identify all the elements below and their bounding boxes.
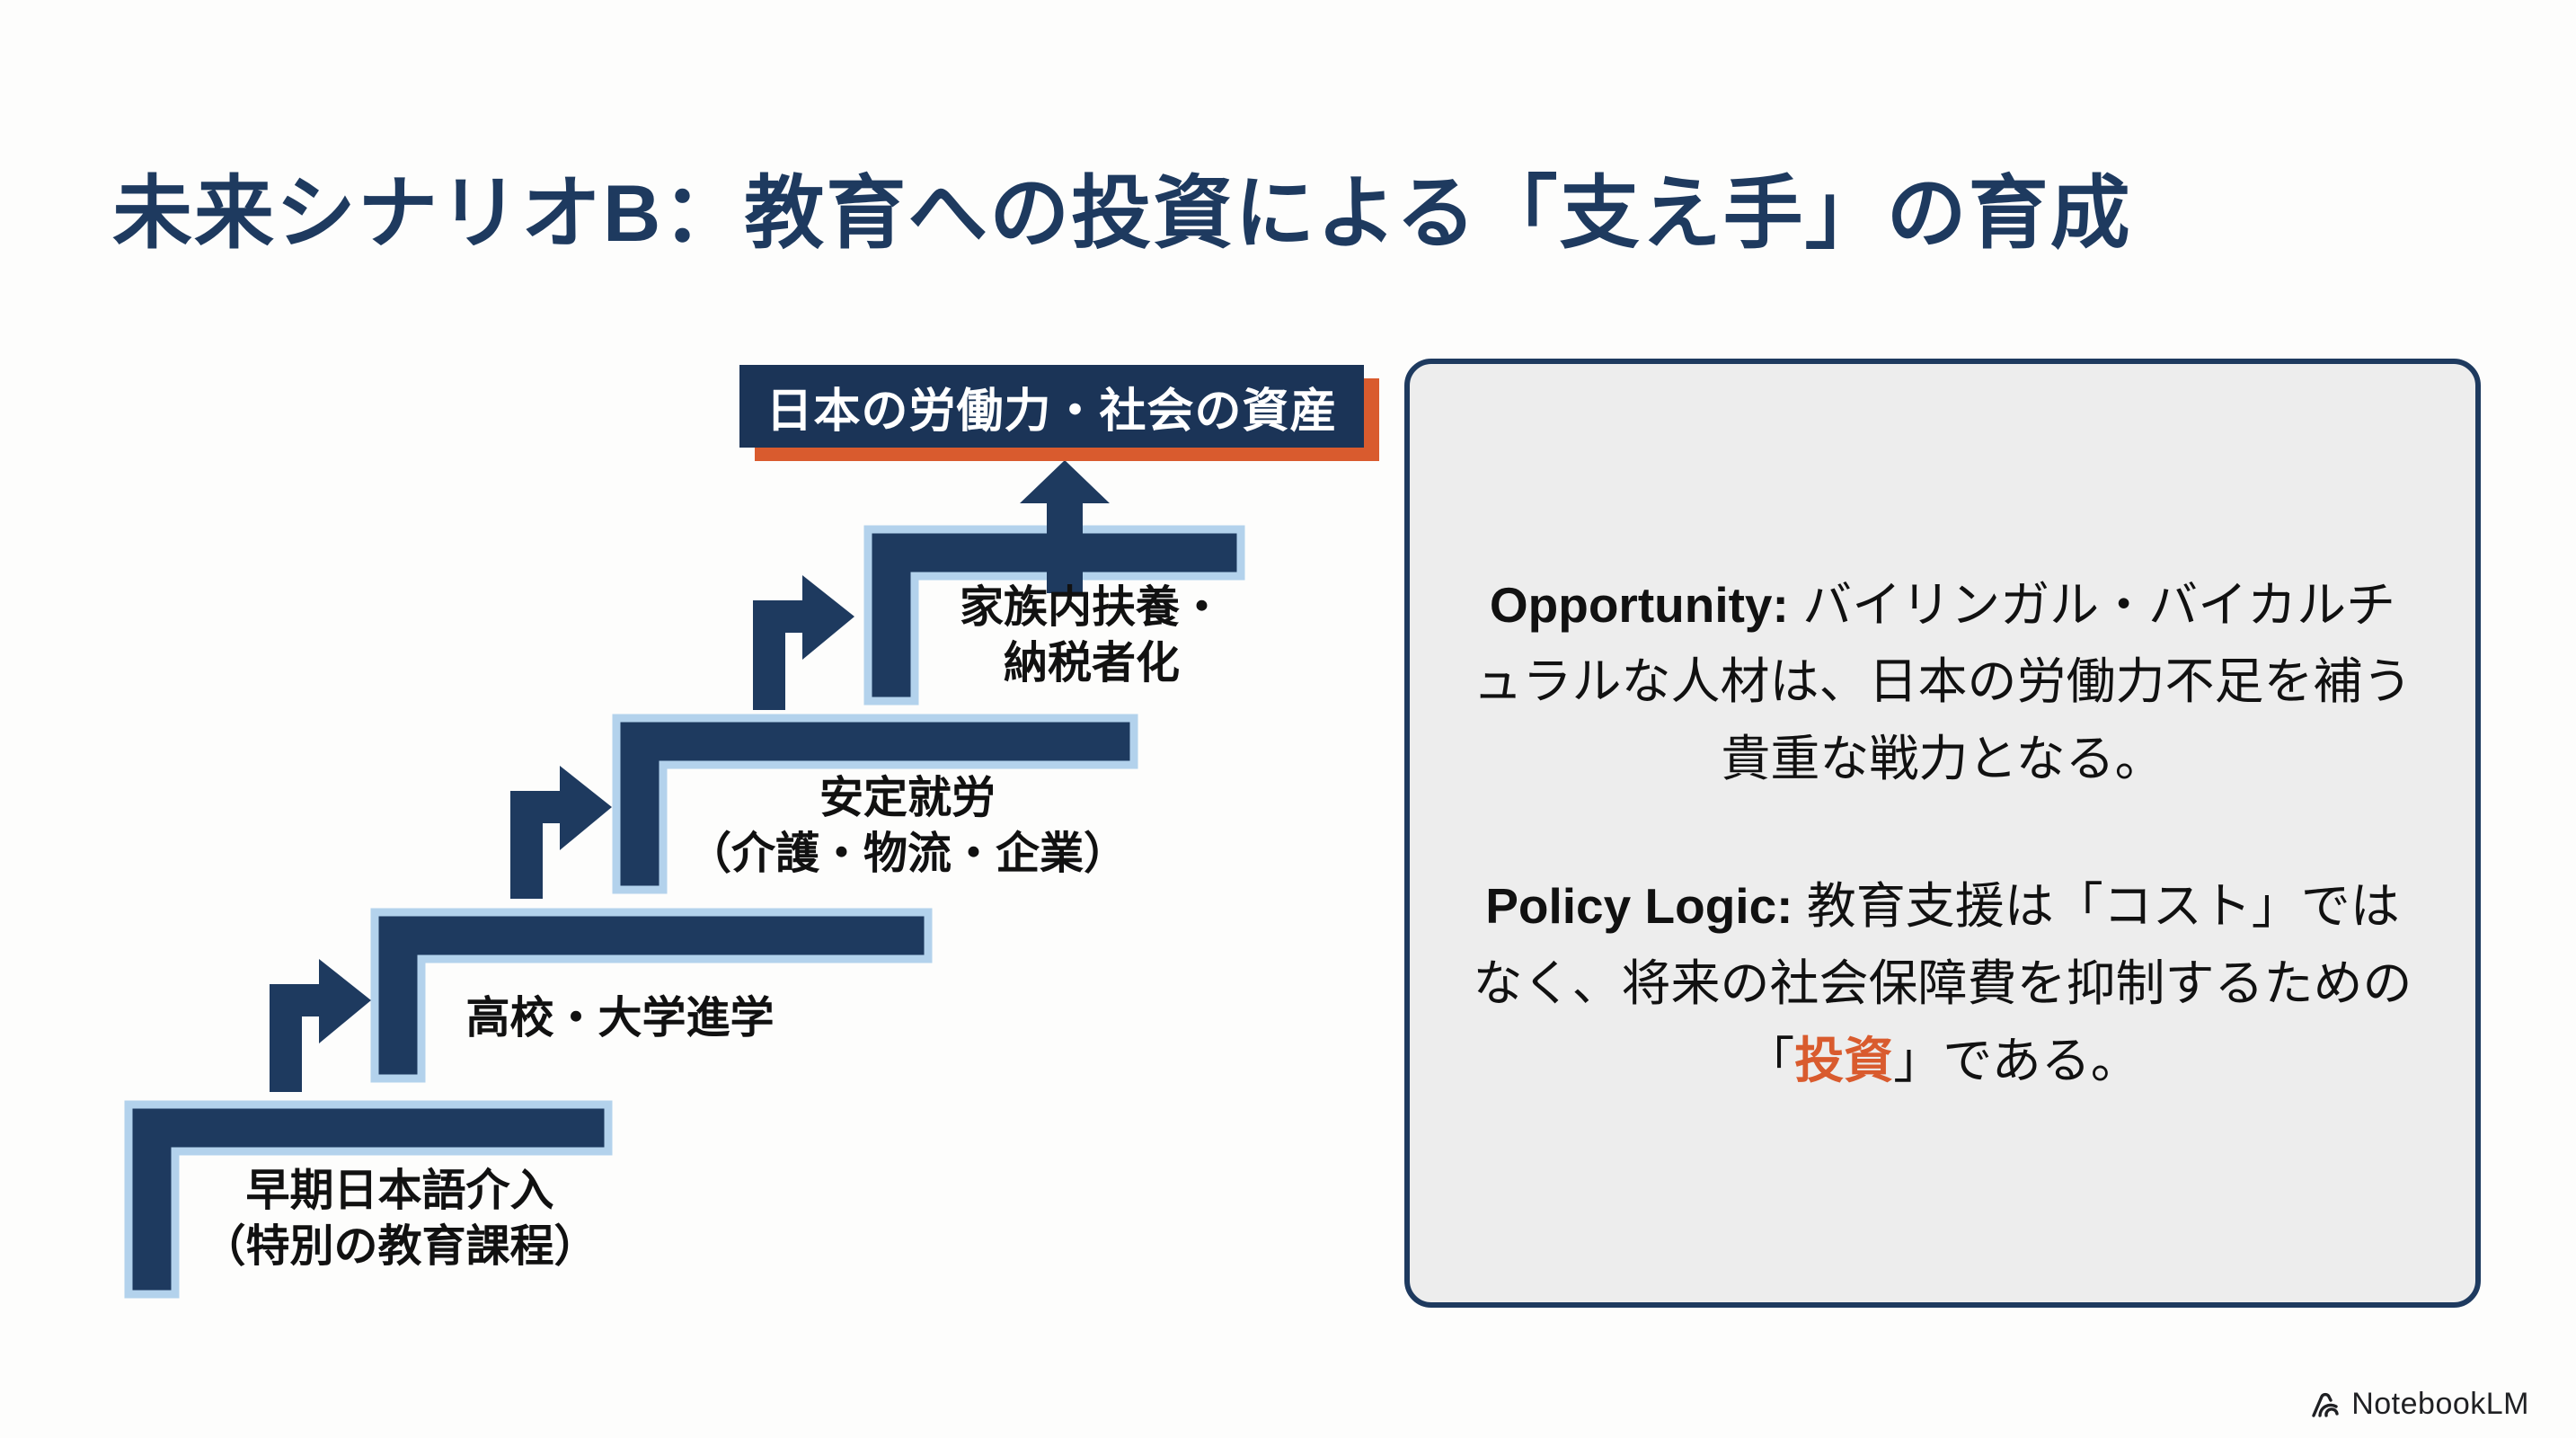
- step-shape-2: [370, 908, 933, 1083]
- goal-arrow-up: [1020, 460, 1110, 593]
- policy-highlight-investment: 投資: [1794, 1032, 1894, 1088]
- step-up-arrow-3: [753, 575, 854, 710]
- goal-box-label: 日本の労働力・社会の資産: [766, 385, 1338, 438]
- policy-text-before: 教育支援は「コスト」ではなく、将来の社会保障費を抑制するための「: [1473, 878, 2412, 1088]
- notebooklm-icon: [2312, 1392, 2339, 1417]
- step-shape-4: [863, 525, 1245, 706]
- step-shape-1: [124, 1100, 613, 1299]
- step-shape-3: [612, 714, 1138, 894]
- opportunity-paragraph: Opportunity: バイリンガル・バイカルチュラルな人材は、日本の労働力不…: [1467, 567, 2418, 798]
- policy-logic-paragraph: Policy Logic: 教育支援は「コスト」ではなく、将来の社会保障費を抑制…: [1467, 868, 2418, 1099]
- notebooklm-label: NotebookLM: [2351, 1387, 2529, 1421]
- slide-title: 未来シナリオB：教育への投資による「支え手」の育成: [112, 168, 2132, 258]
- step-label-stable-employment: 安定就労 （介護・物流・企業）: [686, 774, 1128, 878]
- goal-box: 日本の労働力・社会の資産: [739, 365, 1364, 448]
- step-up-arrow-1: [270, 959, 371, 1092]
- info-panel: Opportunity: バイリンガル・バイカルチュラルな人材は、日本の労働力不…: [1404, 359, 2481, 1308]
- notebooklm-brand: NotebookLM: [2308, 1387, 2529, 1422]
- policy-logic-label: Policy Logic:: [1485, 878, 1793, 934]
- step-label-highschool-university: 高校・大学進学: [465, 994, 775, 1043]
- opportunity-label: Opportunity:: [1489, 576, 1789, 633]
- step-label-family-taxpayer: 家族内扶養・ 納税者化: [959, 583, 1224, 688]
- policy-text-after: 」である。: [1893, 1032, 2140, 1088]
- step-label-early-japanese: 早期日本語介入 （特別の教育課程）: [201, 1167, 598, 1271]
- step-up-arrow-2: [510, 766, 612, 899]
- opportunity-text: バイリンガル・バイカルチュラルな人材は、日本の労働力不足を補う貴重な戦力となる。: [1473, 576, 2412, 787]
